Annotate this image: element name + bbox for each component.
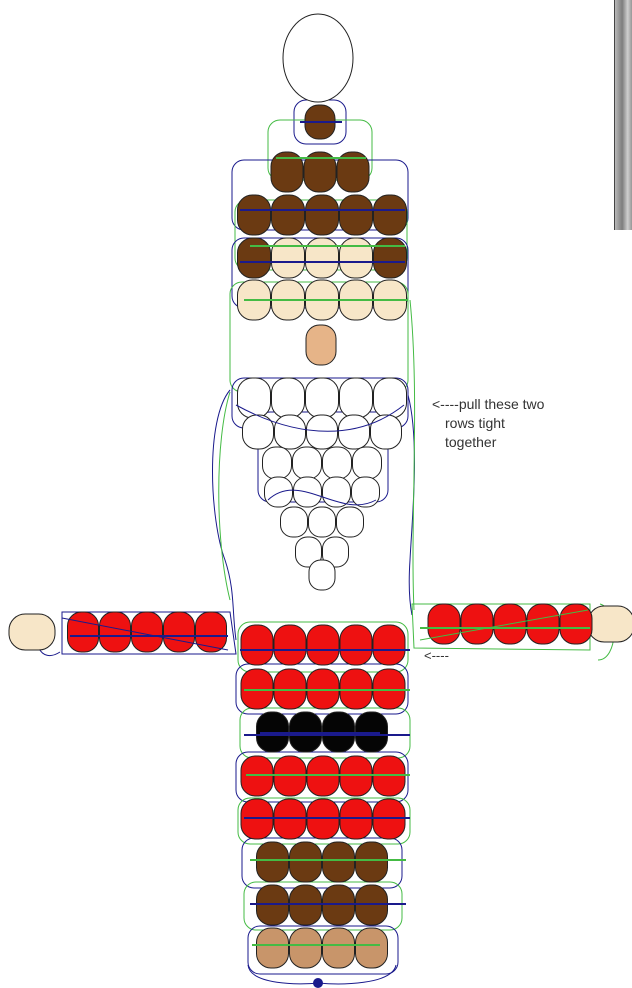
thread-diagonal bbox=[419, 609, 589, 641]
hat-bead bbox=[271, 194, 305, 236]
jacket-bead bbox=[273, 624, 307, 666]
hat-bead bbox=[303, 151, 337, 193]
hat-bead bbox=[237, 194, 271, 236]
beard-bead bbox=[242, 414, 274, 450]
left-arm-bead bbox=[131, 611, 163, 653]
boots-bead bbox=[289, 927, 322, 969]
hand-bead bbox=[587, 605, 632, 643]
thread-right-arm bbox=[411, 603, 591, 651]
thread-loop bbox=[247, 925, 399, 975]
boots-bead bbox=[355, 927, 388, 969]
beard-bead bbox=[308, 559, 336, 591]
beard-bead bbox=[264, 476, 293, 508]
left-arm-bead bbox=[163, 611, 195, 653]
thread-side-left bbox=[212, 389, 237, 641]
thread-side-right bbox=[407, 394, 415, 616]
legs-bead bbox=[256, 841, 289, 883]
thread-overlays bbox=[61, 121, 590, 988]
jacket-bead bbox=[339, 624, 373, 666]
beard-bead bbox=[322, 536, 349, 568]
thread-side-left-green bbox=[218, 391, 231, 601]
pull-tight-note-line3: together bbox=[445, 434, 497, 450]
hat-bead bbox=[336, 151, 370, 193]
beard-bead bbox=[370, 414, 402, 450]
pull-tight-note-line2: rows tight bbox=[445, 415, 505, 431]
face-bead bbox=[305, 237, 339, 279]
beard-bead bbox=[336, 506, 364, 538]
beard-bead bbox=[322, 446, 352, 480]
arms-arrow-note: <---- bbox=[424, 648, 449, 663]
beard-bead bbox=[295, 536, 322, 568]
face-bead bbox=[373, 237, 407, 279]
face-bead bbox=[339, 237, 373, 279]
left-arm-bead bbox=[67, 611, 99, 653]
beard-bead bbox=[373, 377, 407, 419]
beard-bead bbox=[274, 414, 306, 450]
beard-bead bbox=[322, 476, 351, 508]
beard-bead bbox=[351, 476, 380, 508]
legs-bead bbox=[355, 841, 388, 883]
thread-loop bbox=[243, 881, 403, 931]
beard-bead bbox=[338, 414, 370, 450]
head-ring-bead bbox=[282, 13, 354, 103]
legs-bead bbox=[322, 841, 355, 883]
hat-bead bbox=[270, 151, 304, 193]
beard-bead bbox=[280, 506, 308, 538]
beard-bead bbox=[352, 446, 382, 480]
jacket-bead bbox=[306, 624, 340, 666]
right-arm-bead bbox=[460, 603, 494, 645]
beard-bead bbox=[262, 446, 292, 480]
beard-bead bbox=[292, 446, 322, 480]
left-arm-bead bbox=[195, 611, 227, 653]
beard-bead bbox=[308, 506, 336, 538]
jacket-bead bbox=[240, 624, 274, 666]
face-bead bbox=[237, 237, 271, 279]
boots-bead bbox=[256, 927, 289, 969]
thread-end-loop bbox=[247, 964, 397, 985]
left-arm-bead bbox=[99, 611, 131, 653]
thread-beard-curve bbox=[267, 489, 377, 506]
right-arm-bead bbox=[526, 603, 560, 645]
hat-bead bbox=[339, 194, 373, 236]
legs-bead bbox=[289, 841, 322, 883]
photo-fragment bbox=[614, 0, 632, 230]
hand-bead bbox=[8, 613, 56, 651]
thread-side-right-green bbox=[409, 299, 416, 611]
beard-bead bbox=[237, 377, 271, 419]
hat-bead bbox=[305, 194, 339, 236]
jacket-bead bbox=[372, 624, 406, 666]
nose-bead bbox=[305, 324, 337, 366]
thread-beard-curve bbox=[235, 404, 405, 432]
hat-bead bbox=[373, 194, 407, 236]
thread-diagonal bbox=[61, 617, 229, 651]
beard-bead bbox=[339, 377, 373, 419]
pull-tight-note-line1: <----pull these two bbox=[432, 396, 545, 412]
beard-bead bbox=[306, 414, 338, 450]
beard-bead bbox=[305, 377, 339, 419]
face-bead bbox=[271, 237, 305, 279]
boots-bead bbox=[322, 927, 355, 969]
thread-loop bbox=[237, 797, 411, 845]
beard-bead bbox=[271, 377, 305, 419]
